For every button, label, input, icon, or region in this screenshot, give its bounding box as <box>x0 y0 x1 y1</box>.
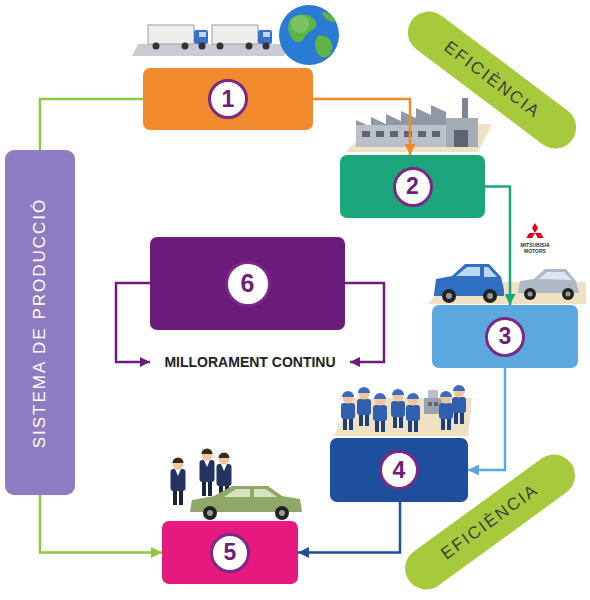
process-box: 1 <box>143 68 313 130</box>
flow-arrow <box>40 495 162 553</box>
step-number: 2 <box>393 167 433 207</box>
factory <box>356 98 478 147</box>
process-box: 6 <box>150 237 345 330</box>
globe <box>279 5 339 65</box>
pill-text: EFICIÈNCIA <box>440 37 544 122</box>
car <box>434 264 504 303</box>
car <box>190 486 302 520</box>
truck <box>212 25 272 50</box>
flow-arrow <box>313 99 410 155</box>
process-box: 4 <box>330 438 468 502</box>
system-band: SISTEMA DE PRODUCCIÓ <box>5 150 75 495</box>
process-box: 3 <box>432 305 578 368</box>
flow-arrow <box>485 187 510 306</box>
flow-arrow <box>298 502 400 553</box>
logo-text: MITSUBISHI MOTORS <box>519 243 551 254</box>
step-number: 1 <box>208 79 248 119</box>
step-number: 3 <box>485 317 525 357</box>
truck <box>148 25 208 50</box>
car <box>518 269 579 300</box>
loop-label: MILLORAMENT CONTINU <box>150 354 350 371</box>
flow-arrow <box>468 368 505 470</box>
process-box: 5 <box>162 521 298 584</box>
step-number: 5 <box>210 533 250 573</box>
loop-arrow <box>345 283 384 362</box>
process-box: 2 <box>340 155 485 218</box>
flow-arrow <box>40 99 143 150</box>
step-number: 4 <box>379 450 419 490</box>
logo-mark <box>525 223 545 241</box>
step-number: 6 <box>225 261 271 307</box>
band-title: SISTEMA DE PRODUCCIÓ <box>30 197 50 448</box>
workers <box>341 385 466 432</box>
loop-arrow <box>116 283 150 362</box>
